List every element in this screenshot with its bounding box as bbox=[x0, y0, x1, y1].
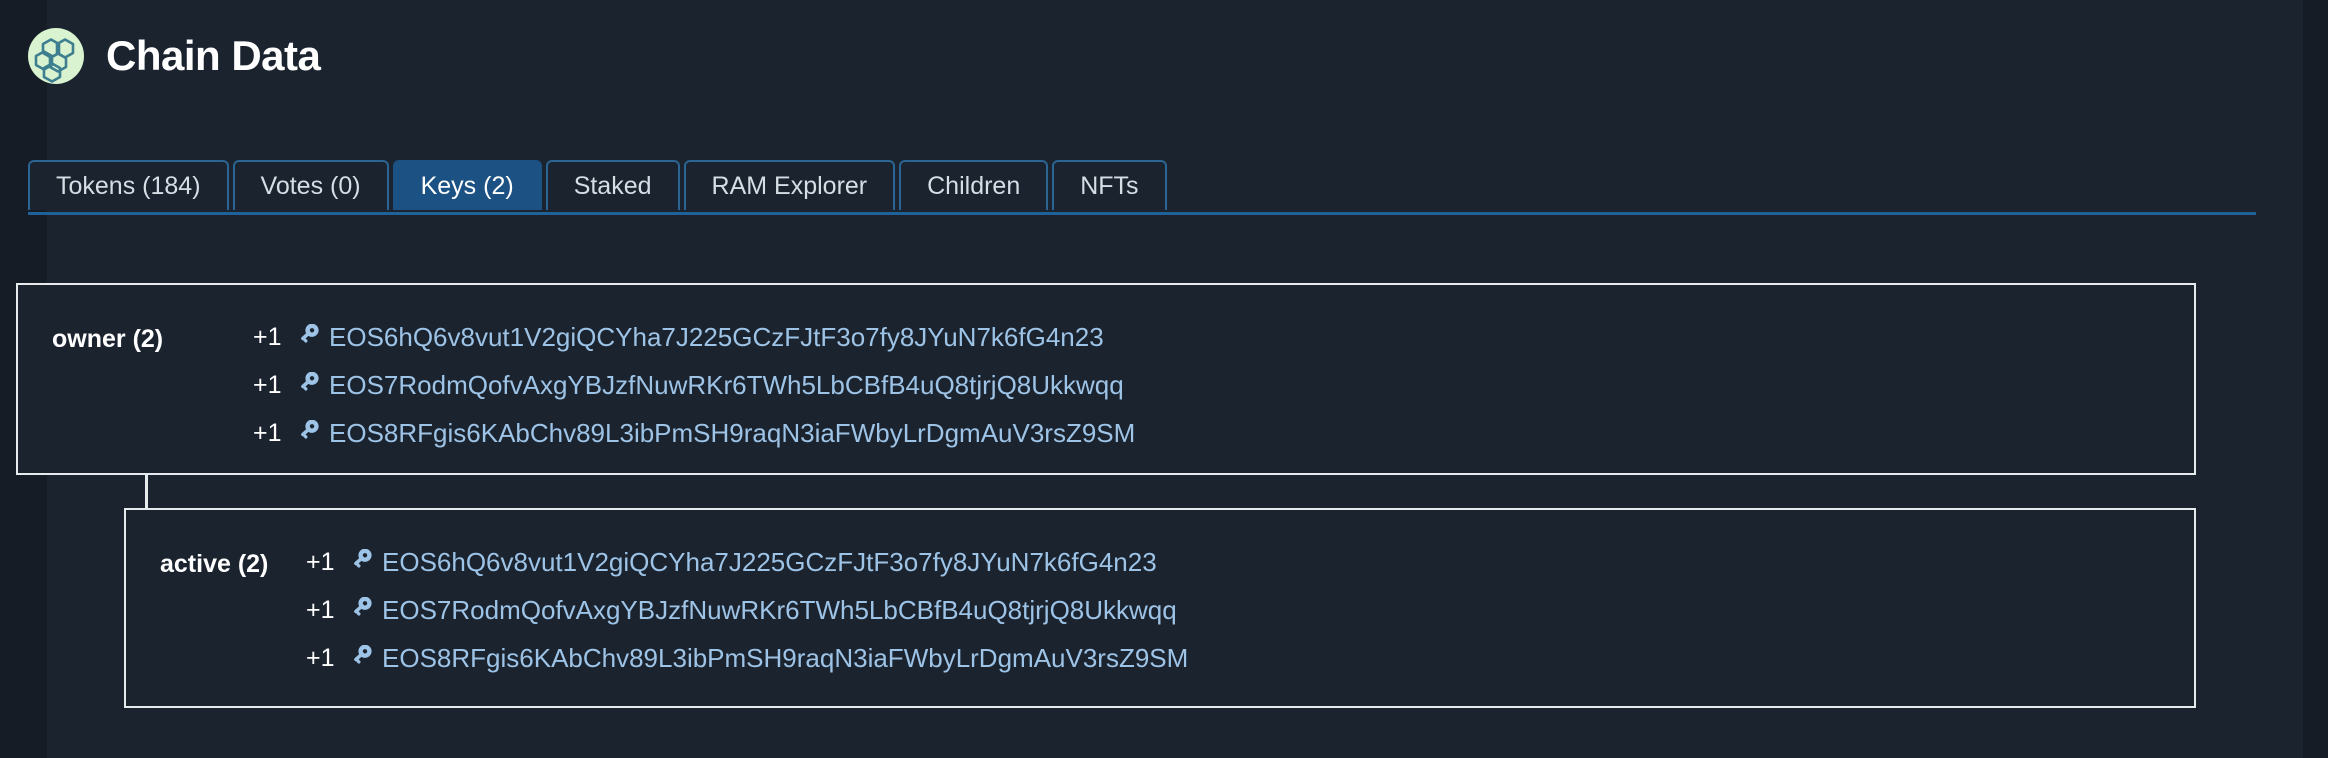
tab-keys[interactable]: Keys (2) bbox=[392, 160, 542, 210]
public-key-text[interactable]: EOS6hQ6v8vut1V2giQCYha7J225GCzFJtF3o7fy8… bbox=[329, 321, 1104, 352]
key-row[interactable]: +1 EOS6hQ6v8vut1V2giQCYha7J225GCzFJtF3o7… bbox=[253, 313, 1135, 361]
right-gutter bbox=[2303, 0, 2328, 758]
key-icon bbox=[295, 418, 329, 448]
owner-key-list: +1 EOS6hQ6v8vut1V2giQCYha7J225GCzFJtF3o7… bbox=[253, 313, 1135, 457]
tab-list: Tokens (184) Votes (0) Keys (2) Staked R… bbox=[28, 160, 1167, 210]
public-key-text[interactable]: EOS6hQ6v8vut1V2giQCYha7J225GCzFJtF3o7fy8… bbox=[382, 546, 1157, 577]
page-title: Chain Data bbox=[106, 32, 321, 79]
key-icon bbox=[348, 547, 382, 577]
key-icon bbox=[295, 370, 329, 400]
public-key-text[interactable]: EOS8RFgis6KAbChv89L3ibPmSH9raqN3iaFWbyLr… bbox=[382, 642, 1189, 673]
public-key-text[interactable]: EOS7RodmQofvAxgYBJzfNuwRKr6TWh5LbCBfB4uQ… bbox=[382, 594, 1177, 625]
tab-bar: Tokens (184) Votes (0) Keys (2) Staked R… bbox=[28, 160, 2256, 215]
key-row[interactable]: +1 EOS7RodmQofvAxgYBJzfNuwRKr6TWh5LbCBfB… bbox=[306, 586, 1188, 634]
tab-votes[interactable]: Votes (0) bbox=[232, 160, 389, 210]
tab-nfts[interactable]: NFTs bbox=[1052, 160, 1167, 210]
tab-staked[interactable]: Staked bbox=[545, 160, 680, 210]
key-icon bbox=[295, 322, 329, 352]
active-permission-label: active (2) bbox=[160, 550, 269, 578]
owner-permission-label: owner (2) bbox=[52, 325, 164, 353]
tab-children[interactable]: Children bbox=[899, 160, 1049, 210]
key-row[interactable]: +1 EOS8RFgis6KAbChv89L3ibPmSH9raqN3iaFWb… bbox=[306, 634, 1188, 682]
page-header: Chain Data bbox=[28, 28, 321, 84]
key-weight: +1 bbox=[306, 595, 335, 624]
key-row[interactable]: +1 EOS7RodmQofvAxgYBJzfNuwRKr6TWh5LbCBfB… bbox=[253, 361, 1135, 409]
key-weight: +1 bbox=[306, 547, 335, 576]
active-key-list: +1 EOS6hQ6v8vut1V2giQCYha7J225GCzFJtF3o7… bbox=[306, 538, 1188, 682]
active-permission-box: active (2) +1 EOS bbox=[124, 508, 2196, 708]
owner-permission-box: owner (2) +1 EOS6 bbox=[16, 283, 2196, 475]
tab-underline bbox=[28, 212, 2256, 215]
key-row[interactable]: +1 EOS8RFgis6KAbChv89L3ibPmSH9raqN3iaFWb… bbox=[253, 409, 1135, 457]
key-weight: +1 bbox=[253, 322, 282, 351]
key-icon bbox=[348, 595, 382, 625]
tab-ram-explorer[interactable]: RAM Explorer bbox=[683, 160, 896, 210]
key-row[interactable]: +1 EOS6hQ6v8vut1V2giQCYha7J225GCzFJtF3o7… bbox=[306, 538, 1188, 586]
public-key-text[interactable]: EOS7RodmQofvAxgYBJzfNuwRKr6TWh5LbCBfB4uQ… bbox=[329, 369, 1124, 400]
key-weight: +1 bbox=[253, 370, 282, 399]
hexagon-cluster-logo-icon bbox=[28, 28, 84, 84]
key-icon bbox=[348, 643, 382, 673]
public-key-text[interactable]: EOS8RFgis6KAbChv89L3ibPmSH9raqN3iaFWbyLr… bbox=[329, 417, 1136, 448]
permission-tree: owner (2) +1 EOS6 bbox=[16, 283, 2196, 708]
key-weight: +1 bbox=[306, 643, 335, 672]
tab-tokens[interactable]: Tokens (184) bbox=[28, 160, 229, 210]
key-weight: +1 bbox=[253, 418, 282, 447]
